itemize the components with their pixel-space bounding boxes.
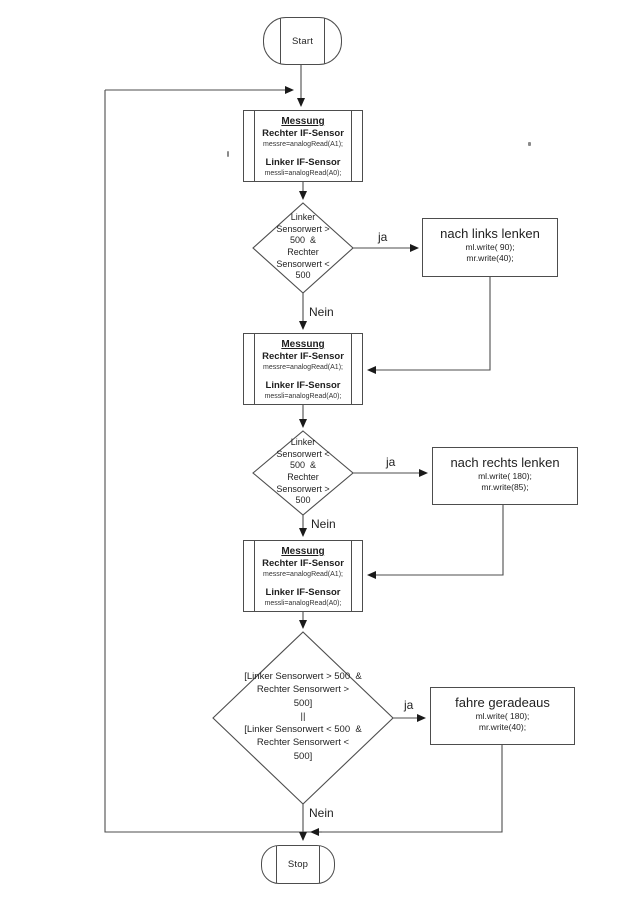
decision-2-line: Sensorwert < xyxy=(276,448,330,459)
messung-code-right: messre=analogRead(A1); xyxy=(263,571,343,578)
decision-3-line: 500] xyxy=(293,750,313,762)
messung-box-2: Messung Rechter IF-Sensor messre=analogR… xyxy=(243,333,363,405)
messung-sensor-left: Linker IF-Sensor xyxy=(265,587,341,598)
process-side-line xyxy=(351,541,352,611)
decision-2-text: Linker Sensorwert < 500 & Rechter Sensor… xyxy=(258,437,348,507)
messung-box-1: Messung Rechter IF-Sensor messre=analogR… xyxy=(243,110,363,182)
messung-sensor-right: Rechter IF-Sensor xyxy=(262,558,344,569)
edge-label-ja-1: ja xyxy=(378,230,388,244)
action-fahre-geradeaus: fahre geradeaus ml.write( 180); mr.write… xyxy=(430,687,575,745)
process-side-line xyxy=(351,334,352,404)
messung-code-left: messli=analogRead(A0); xyxy=(264,393,342,400)
messung-title: Messung xyxy=(281,339,325,350)
action-code: ml.write( 180); xyxy=(475,711,530,721)
stray-mark-2 xyxy=(528,142,531,146)
messung-sensor-left: Linker IF-Sensor xyxy=(265,380,341,391)
decision-3-line: 500] xyxy=(293,697,313,709)
action-code: mr.write(40); xyxy=(478,722,527,732)
action-title: nach rechts lenken xyxy=(450,455,560,470)
edge-label-nein-3: Nein xyxy=(309,806,334,820)
edge-label-ja-3: ja xyxy=(404,698,414,712)
messung-sensor-right: Rechter IF-Sensor xyxy=(262,351,344,362)
decision-3-or: || xyxy=(300,710,306,722)
decision-1-line: Linker xyxy=(290,212,316,222)
edge-label-ja-2: ja xyxy=(386,455,396,469)
stop-terminator: Stop xyxy=(261,845,335,884)
messung-code-right: messre=analogRead(A1); xyxy=(263,364,343,371)
decision-1-text: Linker Sensorwert > 500 & Rechter Sensor… xyxy=(258,212,348,282)
action-title: nach links lenken xyxy=(440,226,540,241)
action-code: mr.write(85); xyxy=(481,482,529,492)
messung-code-right: messre=analogRead(A1); xyxy=(263,141,343,148)
action-code: mr.write(40); xyxy=(466,253,514,263)
decision-2-line: 500 & xyxy=(289,460,317,471)
messung-title: Messung xyxy=(281,546,325,557)
terminator-cap-line xyxy=(324,18,325,64)
decision-1-line: Sensorwert > xyxy=(276,223,330,234)
process-side-line xyxy=(254,541,255,611)
decision-3-line: [Linker Sensorwert < 500 & xyxy=(244,724,362,736)
process-side-line xyxy=(254,111,255,181)
messung-code-left: messli=analogRead(A0); xyxy=(264,170,342,177)
terminator-cap-line xyxy=(319,846,320,883)
stray-mark-1 xyxy=(227,151,229,157)
decision-3-line: Rechter Sensorwert > xyxy=(256,684,350,696)
action-nach-links-lenken: nach links lenken ml.write( 90); mr.writ… xyxy=(422,218,558,277)
decision-2-line: Linker xyxy=(290,437,316,447)
messung-title: Messung xyxy=(281,116,325,127)
action-code: ml.write( 90); xyxy=(465,242,515,252)
decision-3-line: Rechter Sensorwert < xyxy=(256,737,350,749)
stop-label: Stop xyxy=(287,859,309,870)
action-code: ml.write( 180); xyxy=(478,471,532,481)
decision-2-line: 500 xyxy=(295,495,311,506)
decision-3-text: [Linker Sensorwert > 500 & Rechter Senso… xyxy=(216,670,390,763)
decision-1-line: Rechter xyxy=(287,247,319,258)
start-label: Start xyxy=(291,35,314,47)
messung-code-left: messli=analogRead(A0); xyxy=(264,600,342,607)
decision-2-line: Sensorwert > xyxy=(276,483,330,494)
terminator-cap-line xyxy=(280,18,281,64)
decision-1-line: 500 & xyxy=(289,235,317,246)
messung-box-3: Messung Rechter IF-Sensor messre=analogR… xyxy=(243,540,363,612)
start-terminator: Start xyxy=(263,17,342,65)
messung-sensor-right: Rechter IF-Sensor xyxy=(262,128,344,139)
terminator-cap-line xyxy=(276,846,277,883)
edge-label-nein-1: Nein xyxy=(309,305,334,319)
decision-2-line: Rechter xyxy=(287,472,319,483)
action-nach-rechts-lenken: nach rechts lenken ml.write( 180); mr.wr… xyxy=(432,447,578,505)
messung-sensor-left: Linker IF-Sensor xyxy=(265,157,341,168)
action-title: fahre geradeaus xyxy=(455,695,550,710)
process-side-line xyxy=(351,111,352,181)
decision-1-line: 500 xyxy=(295,270,311,281)
process-side-line xyxy=(254,334,255,404)
decision-3-line: [Linker Sensorwert > 500 & xyxy=(244,671,362,682)
decision-1-line: Sensorwert < xyxy=(276,258,330,269)
edge-label-nein-2: Nein xyxy=(311,517,336,531)
